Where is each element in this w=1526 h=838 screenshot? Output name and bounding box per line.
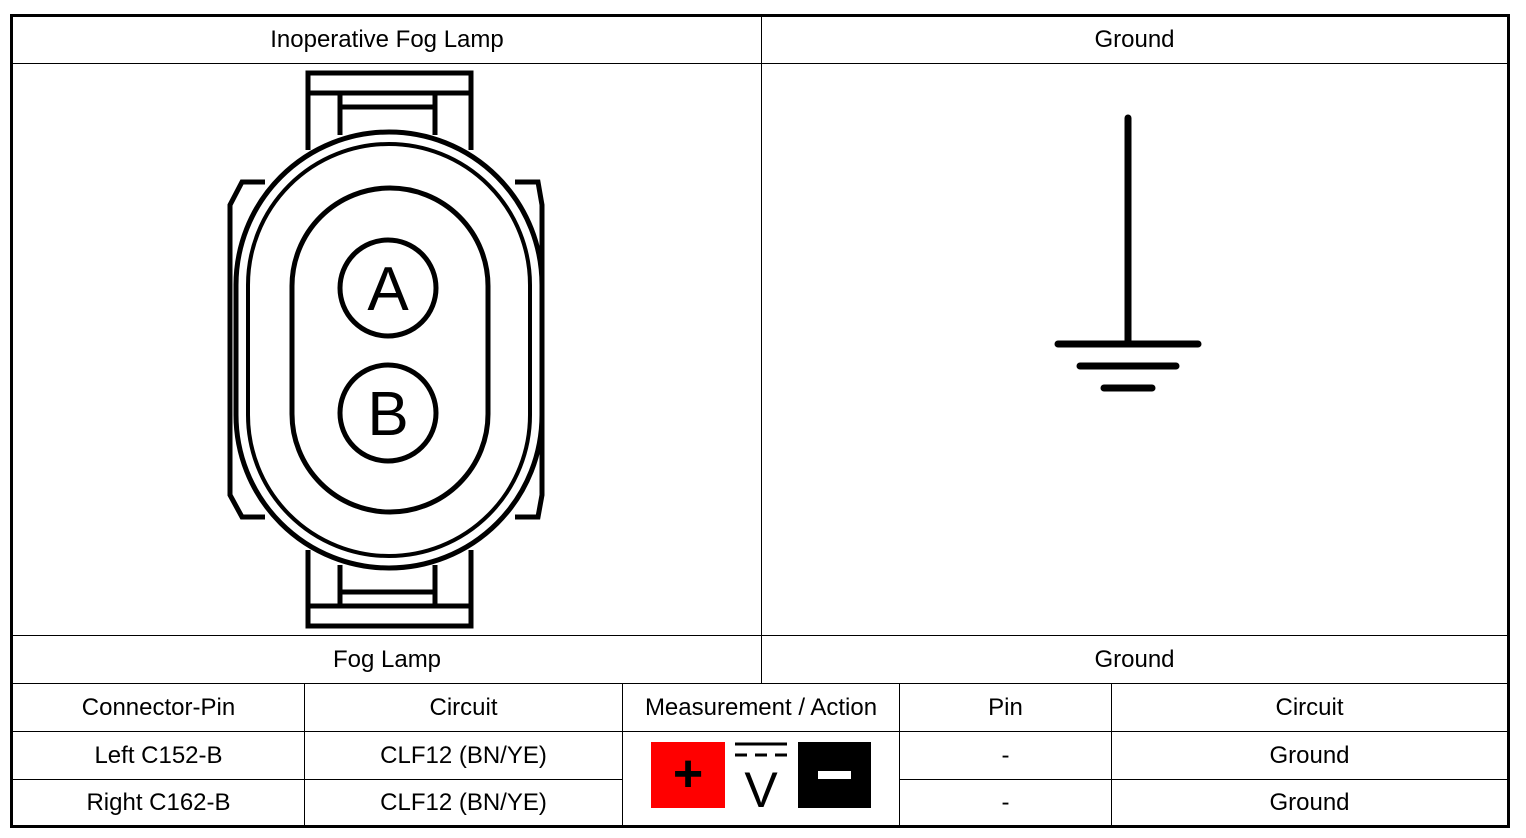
ground-symbol-icon [1054, 114, 1202, 392]
positive-symbol: + [673, 745, 703, 803]
table-row-2-ground-circuit: Ground [1269, 788, 1350, 816]
panel-title-fog-lamp: Inoperative Fog Lamp [270, 26, 504, 53]
header-ground-circuit: Circuit [1275, 693, 1344, 721]
negative-symbol [818, 771, 851, 779]
divider-title [10, 63, 1510, 64]
divider-col-3 [899, 683, 900, 828]
table-row-2-pin: - [1001, 788, 1010, 816]
divider-col-2 [622, 683, 623, 828]
connector-face-diagram: A B [227, 70, 545, 629]
header-circuit: Circuit [429, 693, 498, 721]
divider-footer [10, 635, 1510, 636]
table-row-1-ground-circuit: Ground [1269, 741, 1350, 769]
positive-lead-icon [651, 742, 725, 808]
table-row-1-pin: - [1001, 741, 1010, 769]
panel-footer-fog-lamp: Fog Lamp [332, 645, 442, 673]
divider-col-1 [304, 683, 305, 828]
voltage-unit: V [744, 762, 778, 815]
table-row-1-connector-pin: Left C152-B [94, 741, 223, 769]
divider-header-row [10, 731, 1510, 732]
header-connector-pin: Connector-Pin [81, 693, 236, 721]
divider-col-4 [1111, 683, 1112, 828]
table-row-2-circuit: CLF12 (BN/YE) [380, 788, 547, 816]
pin-b-label: B [367, 380, 408, 449]
panel-title-ground: Ground [1094, 26, 1175, 53]
header-measurement-action: Measurement / Action [644, 693, 878, 721]
panel-footer-ground: Ground [1094, 645, 1175, 673]
header-pin: Pin [988, 693, 1023, 721]
table-row-1-circuit: CLF12 (BN/YE) [380, 741, 547, 769]
table-row-2-connector-pin: Right C162-B [86, 788, 231, 816]
diagram-frame [10, 14, 1510, 828]
divider-panels [761, 14, 762, 683]
pin-a-label: A [367, 255, 409, 324]
divider-table-header [10, 683, 1510, 684]
divider-row-1 [10, 779, 622, 780]
divider-row-1-right [899, 779, 1510, 780]
dc-voltage-measurement-icon: + V [651, 742, 871, 815]
